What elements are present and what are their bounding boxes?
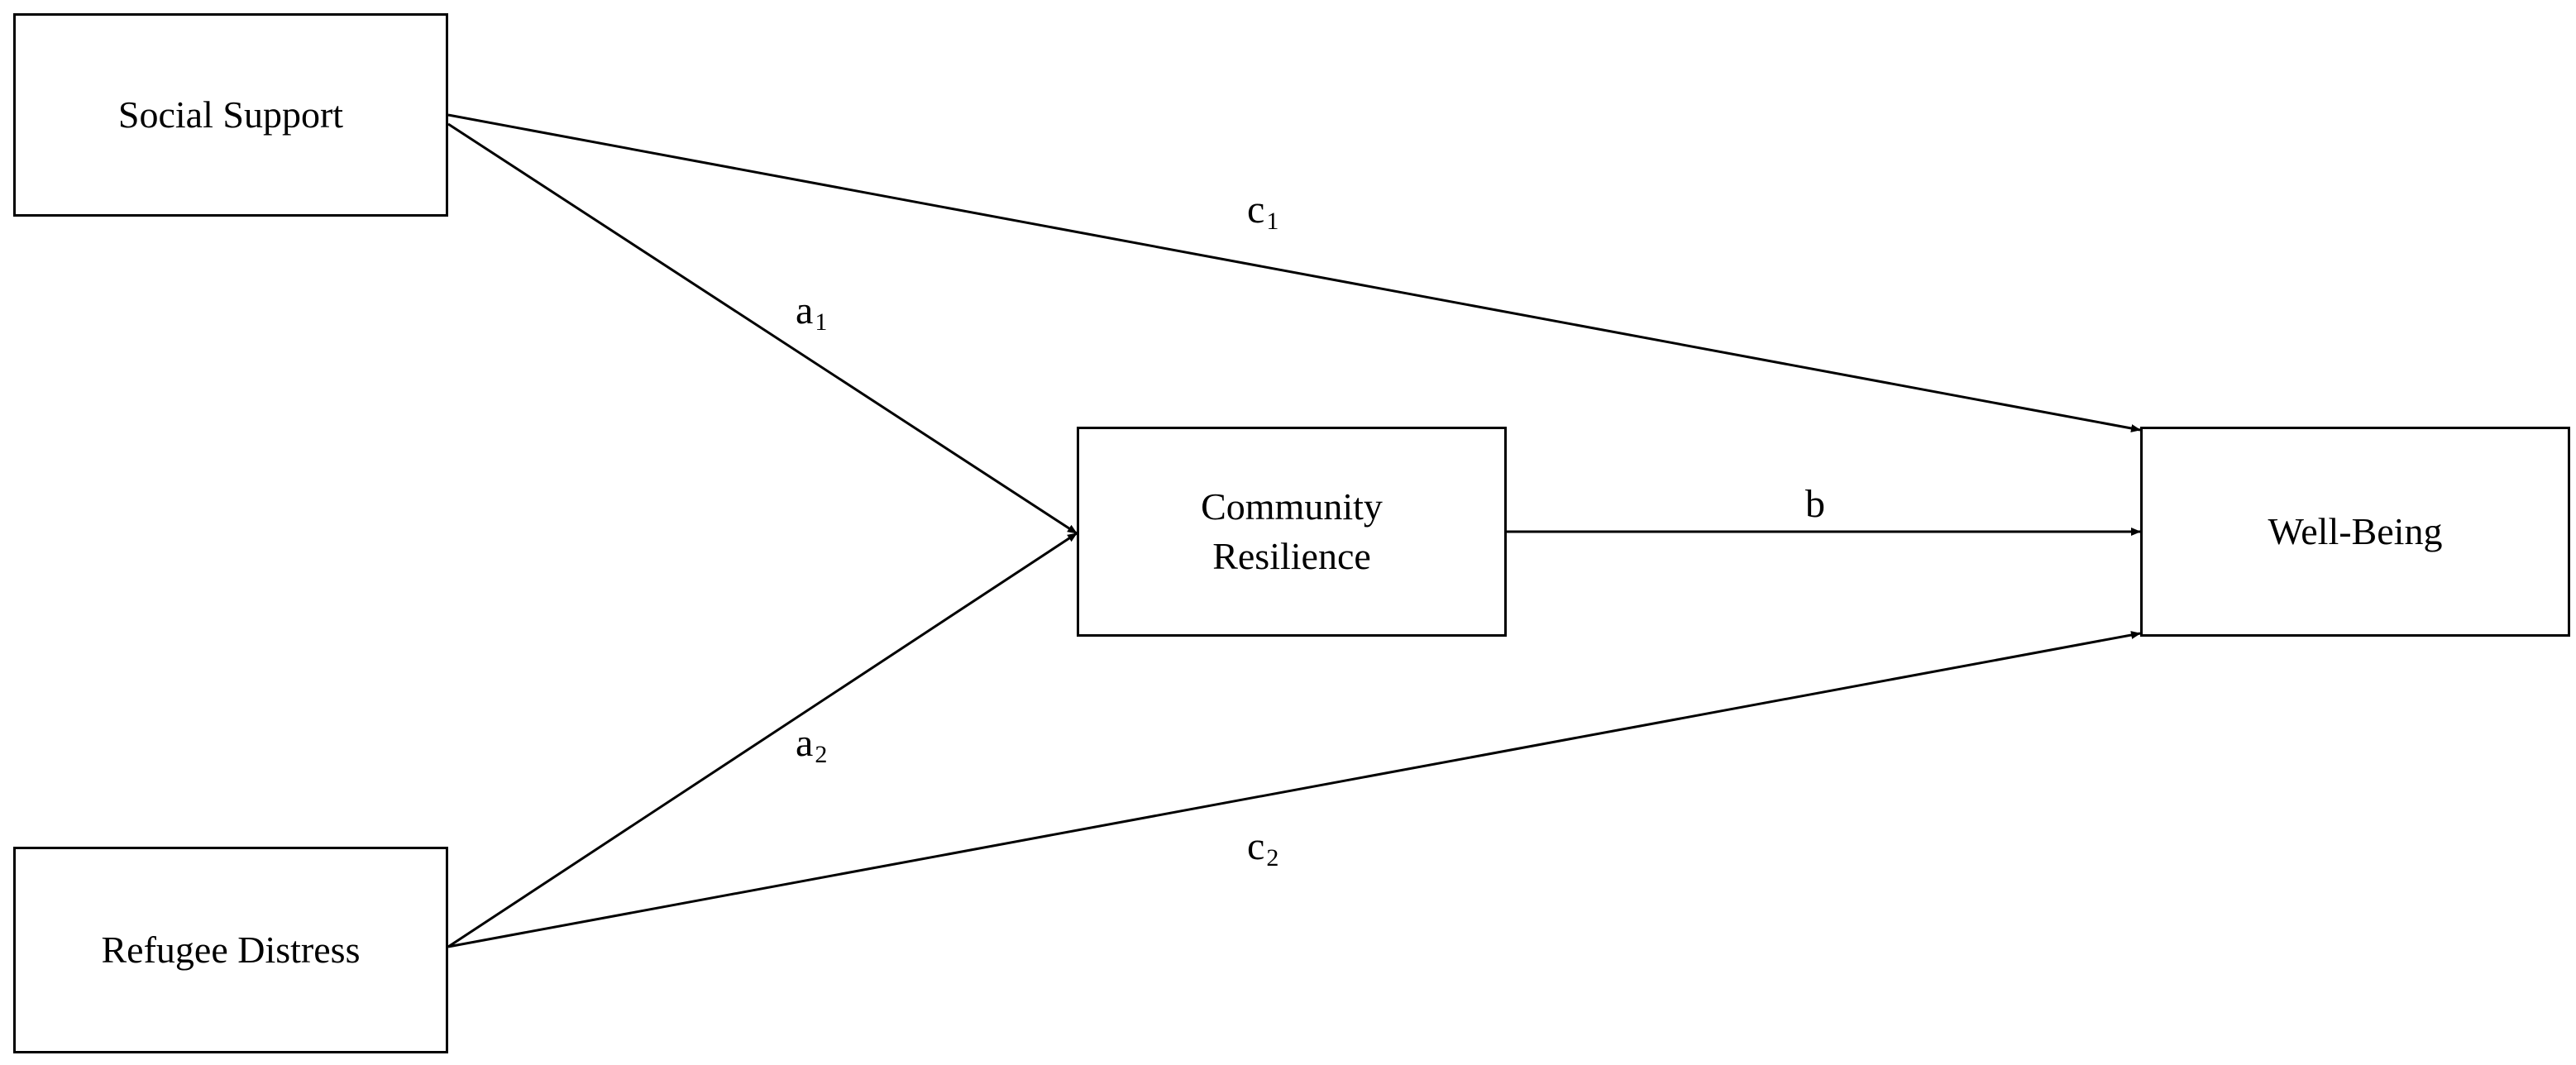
arrow-a1 <box>447 122 1078 535</box>
path-label-c1: c1 <box>1247 190 1278 234</box>
node-label: Social Support <box>117 93 344 136</box>
node-refugee-distress: Refugee Distress <box>13 847 448 1053</box>
arrow-a2 <box>447 532 1078 948</box>
path-subscript: 2 <box>815 740 828 768</box>
node-label: Well-Being <box>2268 510 2443 553</box>
node-social-support: Social Support <box>13 13 448 217</box>
path-label-b: b <box>1805 485 1825 524</box>
path-letter: a <box>796 721 814 765</box>
path-letter: b <box>1805 482 1825 526</box>
path-letter: c <box>1247 188 1265 232</box>
arrow-c2 <box>447 631 2141 948</box>
node-community-resilience: Community Resilience <box>1077 427 1507 637</box>
path-subscript: 1 <box>1266 207 1279 235</box>
path-subscript: 1 <box>815 308 828 336</box>
path-label-c2: c2 <box>1247 827 1278 871</box>
node-well-being: Well-Being <box>2140 427 2570 637</box>
path-label-a1: a1 <box>796 291 827 335</box>
arrow-c1 <box>447 113 2141 432</box>
node-label: Refugee Distress <box>101 929 361 972</box>
path-label-a2: a2 <box>796 724 827 767</box>
path-subscript: 2 <box>1266 843 1279 872</box>
node-label: Community Resilience <box>1201 485 1383 577</box>
path-letter: c <box>1247 824 1265 868</box>
path-letter: a <box>796 289 814 332</box>
